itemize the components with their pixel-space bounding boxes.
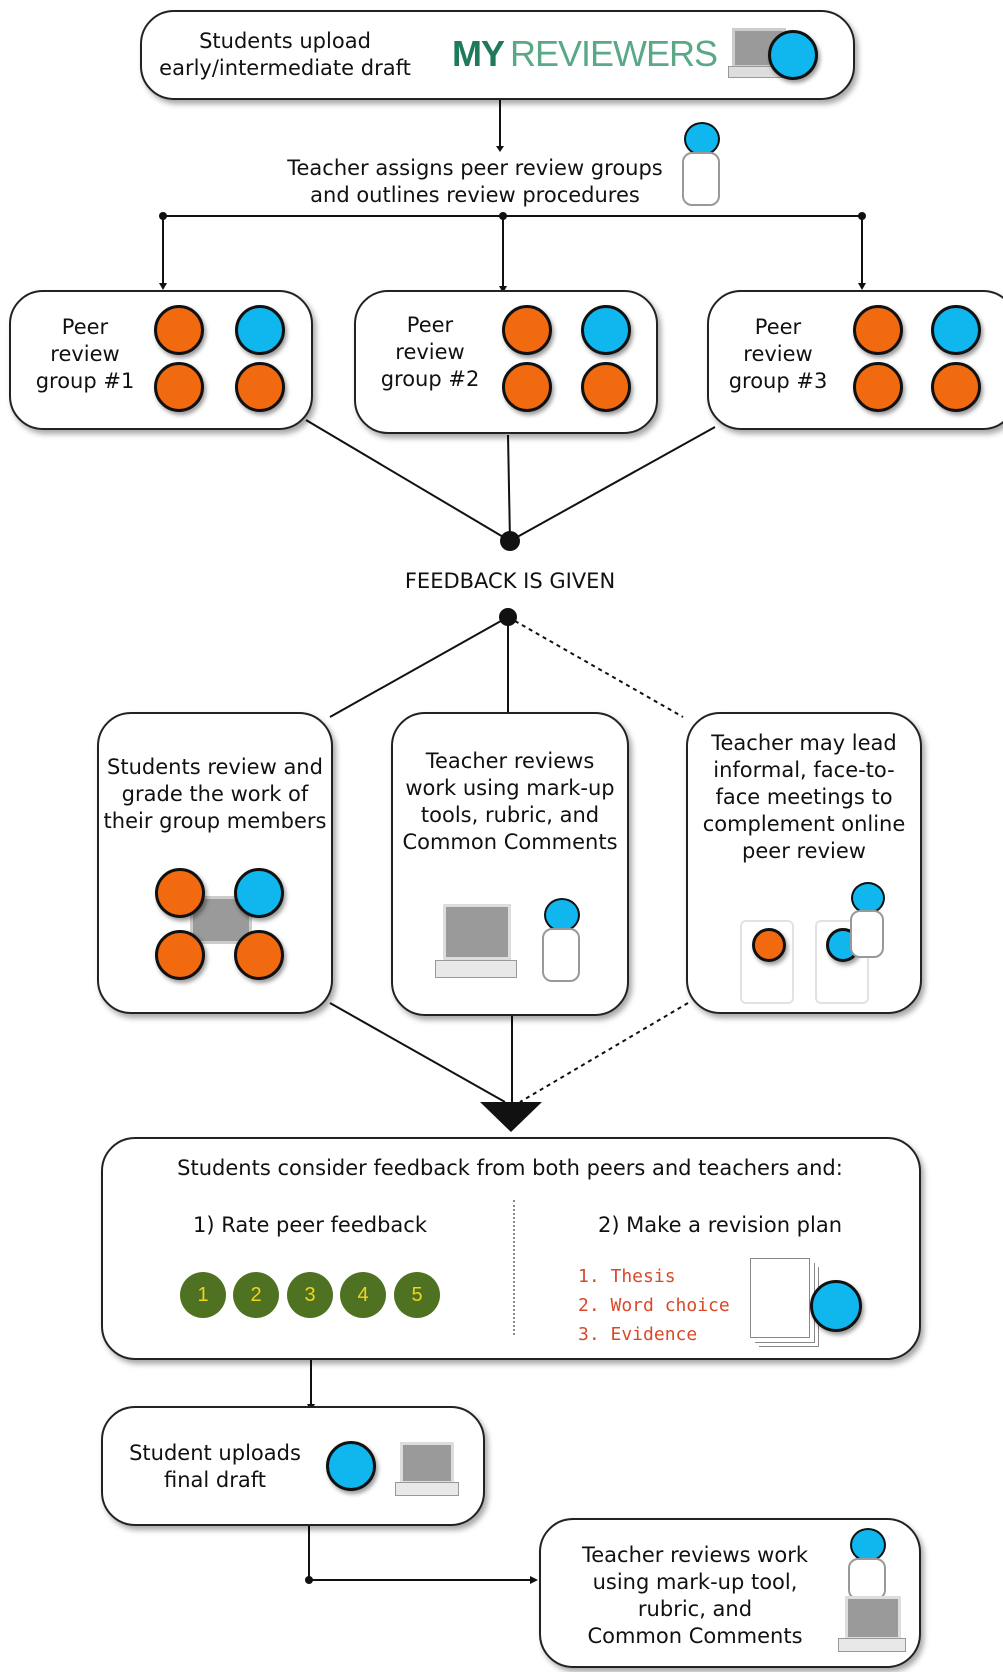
students-review-text: Students review and grade the work of th… bbox=[103, 755, 327, 833]
student-avatar-icon bbox=[768, 30, 818, 80]
student-avatar-icon bbox=[810, 1280, 862, 1332]
student-dot bbox=[234, 930, 284, 980]
student-dot bbox=[234, 868, 284, 918]
chair-icon bbox=[815, 920, 869, 1004]
student-dot bbox=[155, 930, 205, 980]
laptop-icon bbox=[400, 1442, 454, 1484]
rating-1: 1 bbox=[180, 1272, 226, 1318]
student-dot bbox=[154, 305, 204, 355]
teacher-icon bbox=[540, 898, 580, 982]
student-dot bbox=[931, 362, 981, 412]
student-dot bbox=[154, 362, 204, 412]
teacher-icon bbox=[846, 1528, 886, 1600]
student-dot bbox=[931, 305, 981, 355]
laptop-base-icon bbox=[395, 1482, 459, 1496]
teacher-review-text: Teacher reviews work using mark-up tools… bbox=[402, 749, 618, 854]
plan-item-2: 2. Word choice bbox=[578, 1295, 730, 1316]
student-dot bbox=[752, 928, 786, 962]
student-dot bbox=[581, 305, 631, 355]
face-to-face-box bbox=[686, 712, 922, 1014]
laptop-base-icon bbox=[435, 960, 517, 978]
final-upload-text: Student uploads final draft bbox=[129, 1441, 301, 1492]
student-dot bbox=[502, 305, 552, 355]
consider-heading: Students consider feedback from both pee… bbox=[177, 1156, 843, 1180]
teacher-assign-text: Teacher assigns peer review groups and o… bbox=[287, 156, 663, 207]
rating-4: 4 bbox=[340, 1272, 386, 1318]
plan-label: 2) Make a revision plan bbox=[597, 1213, 843, 1237]
divider bbox=[513, 1200, 515, 1335]
student-dot bbox=[581, 362, 631, 412]
students-review-box bbox=[97, 712, 333, 1014]
laptop-base-icon bbox=[838, 1638, 906, 1652]
student-dot bbox=[853, 305, 903, 355]
logo-reviewers: REVIEWERS bbox=[510, 33, 718, 74]
face-to-face-text: Teacher may lead informal, face-to- face… bbox=[702, 731, 906, 863]
logo-my: MY bbox=[452, 33, 505, 74]
teacher-icon bbox=[848, 882, 885, 958]
plan-item-3: 3. Evidence bbox=[578, 1324, 698, 1345]
laptop-icon bbox=[845, 1596, 901, 1640]
rating-5: 5 bbox=[394, 1272, 440, 1318]
group-label-2: Peer review group #2 bbox=[380, 313, 480, 391]
teacher-icon bbox=[680, 122, 720, 206]
group-label-3: Peer review group #3 bbox=[728, 315, 828, 393]
laptop-icon bbox=[443, 904, 511, 960]
teacher-final-text: Teacher reviews work using mark-up tool,… bbox=[581, 1543, 809, 1648]
upload-draft-text: Students upload early/intermediate draft bbox=[159, 29, 411, 80]
student-avatar-icon bbox=[326, 1441, 376, 1491]
student-dot bbox=[235, 305, 285, 355]
student-dot bbox=[235, 362, 285, 412]
document-stack-icon bbox=[750, 1258, 810, 1338]
student-dot bbox=[155, 868, 205, 918]
group-label-1: Peer review group #1 bbox=[35, 315, 135, 393]
student-dot bbox=[502, 362, 552, 412]
rate-label: 1) Rate peer feedback bbox=[192, 1213, 427, 1237]
chair-icon bbox=[740, 920, 794, 1004]
plan-item-1: 1. Thesis bbox=[578, 1266, 676, 1287]
rating-2: 2 bbox=[233, 1272, 279, 1318]
student-dot bbox=[853, 362, 903, 412]
rating-3: 3 bbox=[287, 1272, 333, 1318]
feedback-label: FEEDBACK IS GIVEN bbox=[404, 569, 616, 593]
